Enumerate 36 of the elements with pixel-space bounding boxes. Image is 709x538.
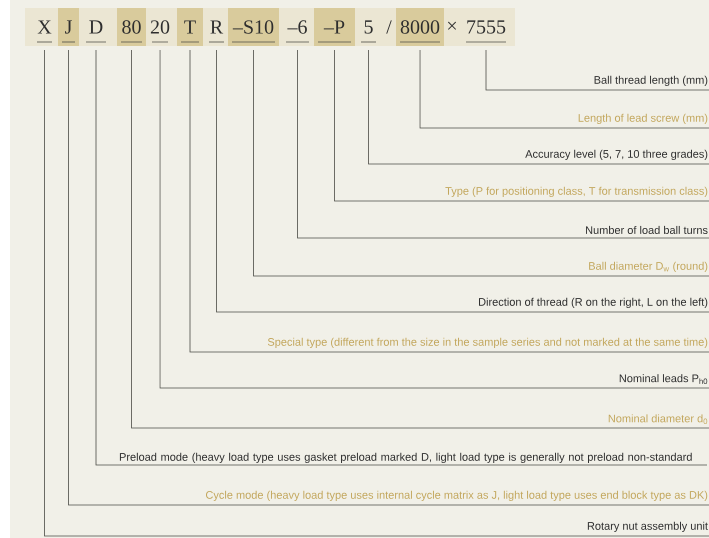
code-segment: J bbox=[58, 8, 79, 46]
leader-line bbox=[368, 50, 709, 164]
leader-line bbox=[486, 50, 709, 90]
code-segment: –P bbox=[314, 8, 355, 46]
code-segment: –6 bbox=[282, 8, 313, 46]
description-text: Type (P for positioning class, T for transmission class) bbox=[445, 186, 708, 197]
leader-line bbox=[420, 50, 709, 128]
separator-symbol: / bbox=[386, 20, 392, 34]
description-text: Accuracy level (5, 7, 10 three grades) bbox=[525, 150, 708, 160]
code-segment: R bbox=[205, 8, 228, 46]
code-segment: 80 bbox=[117, 8, 146, 46]
description-text: Number of load ball turns bbox=[586, 226, 708, 234]
separator-symbol: × bbox=[448, 22, 456, 30]
code-segment: 8000 bbox=[396, 8, 444, 46]
code-segment: X bbox=[33, 8, 56, 46]
leader-line bbox=[190, 50, 709, 352]
leader-line bbox=[253, 50, 709, 276]
code-segment: –S10 bbox=[228, 8, 279, 46]
code-segment: 20 bbox=[148, 8, 172, 46]
description-text: Nominal leads P$_{h0}$ bbox=[620, 374, 708, 384]
description-text: Preload mode (heavy load type uses gasket preload marked D, light load type is generally not preload non-standard bbox=[120, 452, 692, 463]
description-text: Ball diameter D$_{w}$ (round) bbox=[589, 262, 708, 272]
description-text: Nominal diameter d$_{0}$ bbox=[608, 414, 708, 424]
leader-line bbox=[334, 50, 709, 202]
code-segment: D bbox=[82, 8, 110, 46]
code-segment: T bbox=[177, 8, 203, 46]
description-text: Rotary nut assembly unit bbox=[588, 522, 708, 532]
leader-line bbox=[216, 50, 709, 312]
leader-line bbox=[297, 50, 709, 238]
description-text: Cycle mode (heavy load type uses internal cycle matrix as J, light load type uses end block type as DK) bbox=[206, 490, 708, 501]
description-text: Length of lead screw (mm) bbox=[578, 114, 708, 124]
description-text: Special type (different from the size in the sample series and not marked at the same time) bbox=[268, 338, 708, 348]
description-text: Ball thread length (mm) bbox=[594, 76, 708, 86]
code-segment: 7555 bbox=[462, 8, 510, 46]
description-text: Direction of thread (R on the right, L on the left) bbox=[479, 298, 708, 308]
code-segment: 5 bbox=[357, 8, 380, 46]
